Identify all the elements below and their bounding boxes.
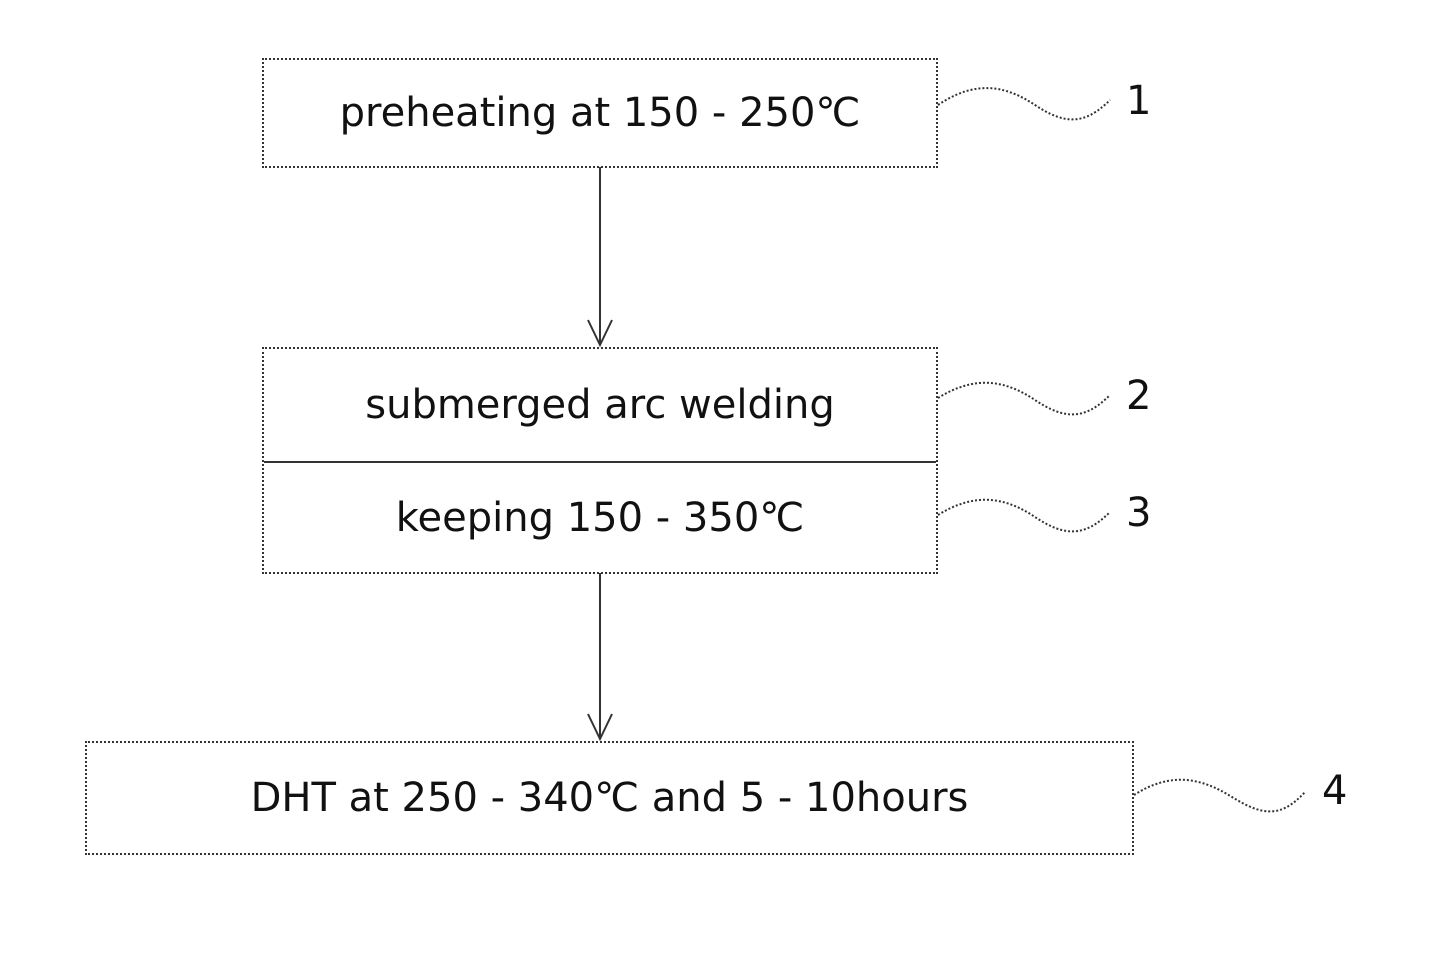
ref-numeral-1: 1 bbox=[1126, 78, 1151, 124]
step-4-label: DHT at 250 - 340℃ and 5 - 10hours bbox=[251, 775, 969, 821]
step-3-cell: keeping 150 - 350℃ bbox=[264, 463, 936, 572]
ref-numeral-2: 2 bbox=[1126, 373, 1151, 419]
step-2-3-box: submerged arc welding keeping 150 - 350℃ bbox=[262, 347, 938, 574]
leader-3 bbox=[938, 500, 1110, 532]
step-1-label: preheating at 150 - 250℃ bbox=[340, 90, 861, 136]
step-2-label: submerged arc welding bbox=[365, 382, 834, 428]
step-1-box: preheating at 150 - 250℃ bbox=[262, 58, 938, 168]
leader-4 bbox=[1134, 780, 1305, 812]
step-2-cell: submerged arc welding bbox=[264, 349, 936, 463]
step-4-box: DHT at 250 - 340℃ and 5 - 10hours bbox=[85, 741, 1134, 855]
leader-2 bbox=[938, 383, 1110, 415]
step-3-label: keeping 150 - 350℃ bbox=[396, 495, 804, 541]
leader-1 bbox=[938, 88, 1110, 119]
ref-numeral-3: 3 bbox=[1126, 490, 1151, 536]
ref-numeral-4: 4 bbox=[1322, 768, 1347, 814]
